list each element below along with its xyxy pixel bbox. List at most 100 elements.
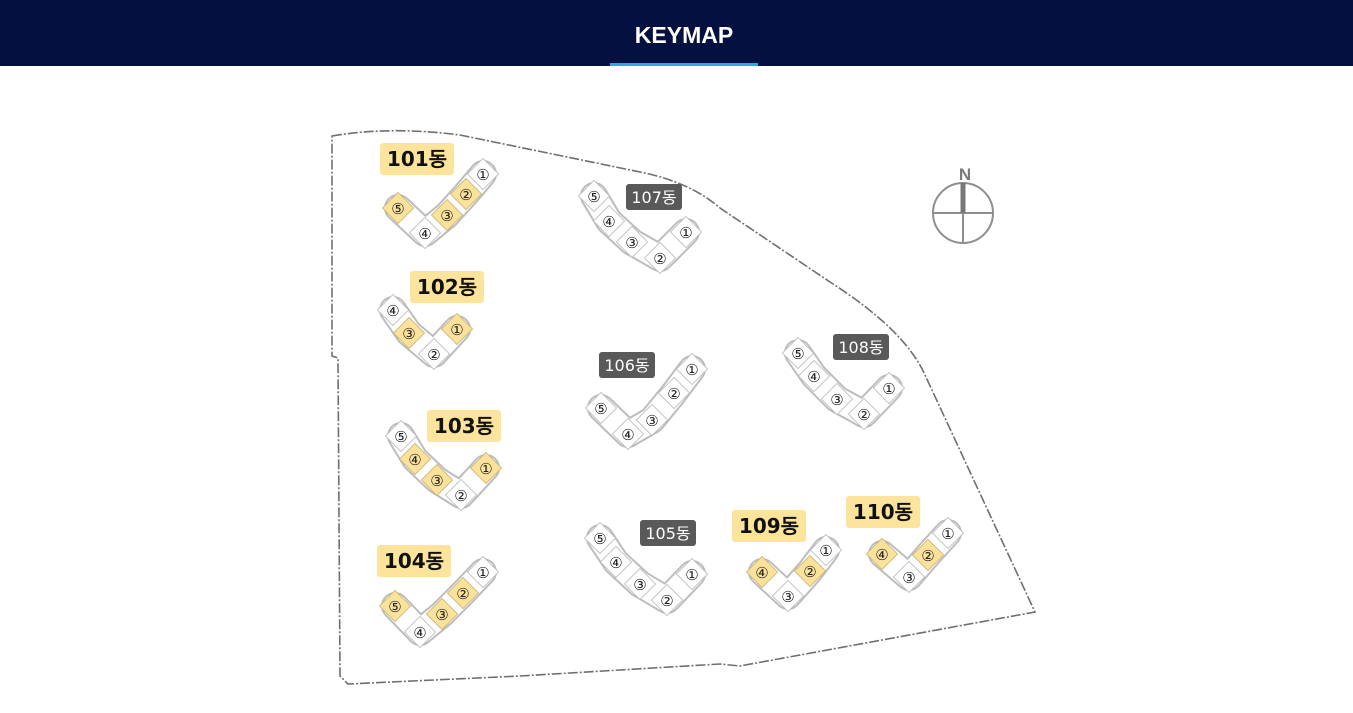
unit-108-3[interactable]: ③ [820,382,854,416]
unit-103-2[interactable]: ② [444,478,478,512]
unit-107-2[interactable]: ② [643,241,677,275]
unit-highlight [420,463,454,497]
unit-number: ③ [902,569,915,587]
unit-103-4[interactable]: ④ [398,442,432,476]
building-body [381,298,469,366]
unit-box [376,293,410,327]
unit-104-5[interactable]: ⑤ [378,589,412,623]
unit-107-4[interactable]: ④ [592,204,626,238]
unit-highlight [430,198,464,232]
tab-keymap[interactable]: KEYMAP [634,22,734,48]
unit-105-1[interactable]: ① [675,557,709,591]
unit-107-5[interactable]: ⑤ [577,179,611,213]
unit-105-5[interactable]: ⑤ [583,521,617,555]
unit-number: ② [427,346,440,364]
building-label-bg [640,520,696,546]
unit-102-4[interactable]: ④ [376,293,410,327]
unit-number: ③ [440,207,453,225]
unit-103-3[interactable]: ③ [420,463,454,497]
unit-107-1[interactable]: ① [669,215,703,249]
building-label-bg [599,352,655,378]
unit-box [611,417,645,451]
unit-box [797,359,831,393]
unit-104-3[interactable]: ③ [425,597,459,631]
unit-102-1[interactable]: ① [440,312,474,346]
building-label: 102동 [417,275,477,299]
unit-number: ④ [609,554,622,572]
unit-104-2[interactable]: ② [446,576,480,610]
unit-108-1[interactable]: ① [872,371,906,405]
unit-number: ④ [875,546,888,564]
unit-101-4[interactable]: ④ [408,216,442,250]
unit-102-3[interactable]: ③ [392,316,426,350]
unit-108-4[interactable]: ④ [797,359,831,393]
unit-box [592,204,626,238]
building-label-bg [427,410,501,442]
unit-box [669,215,703,249]
unit-109-3[interactable]: ③ [771,579,805,613]
unit-106-2[interactable]: ② [657,376,691,410]
unit-number: ① [685,361,698,379]
unit-106-3[interactable]: ③ [635,403,669,437]
unit-103-5[interactable]: ⑤ [384,419,418,453]
unit-109-2[interactable]: ② [793,554,827,588]
unit-box [615,225,649,259]
unit-108-2[interactable]: ② [847,397,881,431]
unit-highlight [381,191,415,225]
building-body [870,521,960,589]
unit-box [623,567,657,601]
unit-108-5[interactable]: ⑤ [781,336,815,370]
building-label-bg [410,271,484,303]
unit-103-1[interactable]: ① [469,451,503,485]
unit-number: ② [857,406,870,424]
unit-highlight [392,316,426,350]
unit-109-4[interactable]: ④ [745,555,779,589]
unit-box [584,391,618,425]
unit-106-1[interactable]: ① [675,352,709,386]
unit-109-1[interactable]: ① [809,533,843,567]
unit-110-1[interactable]: ① [931,516,965,550]
unit-110-3[interactable]: ③ [892,560,926,594]
unit-box [675,352,709,386]
unit-110-4[interactable]: ④ [865,537,899,571]
unit-104-4[interactable]: ④ [403,615,437,649]
unit-box [809,533,843,567]
unit-box [643,241,677,275]
unit-highlight [469,451,503,485]
unit-105-3[interactable]: ③ [623,567,657,601]
unit-number: ④ [418,225,431,243]
unit-110-2[interactable]: ② [911,538,945,572]
unit-number: ② [653,250,666,268]
unit-number: ③ [830,391,843,409]
unit-box [403,615,437,649]
unit-number: ② [459,186,472,204]
unit-101-1[interactable]: ① [466,157,500,191]
unit-105-2[interactable]: ② [650,583,684,617]
unit-102-2[interactable]: ② [417,337,451,371]
unit-number: ① [685,566,698,584]
building-label: 105동 [645,524,690,543]
unit-105-4[interactable]: ④ [599,545,633,579]
unit-number: ④ [807,368,820,386]
unit-106-4[interactable]: ④ [611,417,645,451]
unit-104-1[interactable]: ① [466,555,500,589]
unit-101-3[interactable]: ③ [430,198,464,232]
unit-101-2[interactable]: ② [449,177,483,211]
unit-107-3[interactable]: ③ [615,225,649,259]
unit-106-5[interactable]: ⑤ [584,391,618,425]
unit-highlight [440,312,474,346]
unit-number: ① [476,564,489,582]
top-nav-bar [0,0,1353,66]
unit-101-5[interactable]: ⑤ [381,191,415,225]
